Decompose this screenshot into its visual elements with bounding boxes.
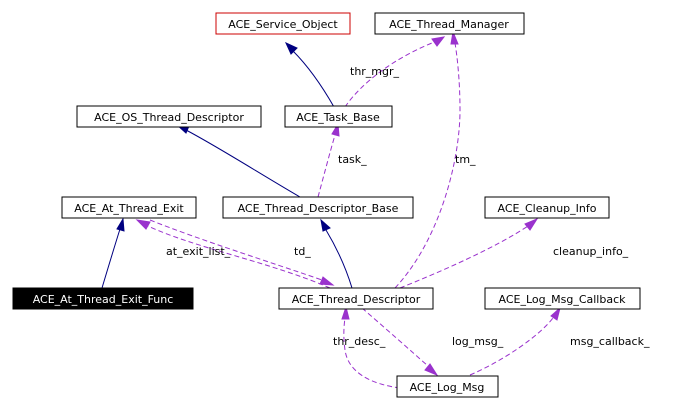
arrowhead-at-thread-exit	[116, 217, 125, 232]
label-msg-callback: msg_callback_	[570, 335, 650, 348]
node-label-thread-manager: ACE_Thread_Manager	[389, 18, 509, 31]
arrowhead-descriptor-from-log-msg	[341, 305, 350, 320]
label-thr-mgr: thr_mgr_	[350, 65, 400, 78]
node-label-log-msg: ACE_Log_Msg	[410, 381, 485, 394]
node-ace-cleanup-info[interactable]: ACE_Cleanup_Info	[484, 196, 610, 219]
edge-exit-func-to-at-thread-exit	[101, 228, 121, 289]
label-log-msg: log_msg_	[452, 335, 504, 348]
edge-thread-descriptor-to-thread-manager	[394, 42, 461, 289]
edge-descriptor-to-cleanup-info	[399, 225, 529, 289]
node-label-task-base: ACE_Task_Base	[296, 111, 380, 124]
node-ace-os-thread-descriptor[interactable]: ACE_OS_Thread_Descriptor	[76, 105, 262, 128]
node-label-cleanup-info: ACE_Cleanup_Info	[498, 202, 597, 215]
edge-descriptor-to-log-msg	[361, 307, 429, 367]
arrowhead-thread-manager-from-descriptor	[450, 30, 459, 45]
nodes: ACE_Service_Object ACE_Thread_Manager AC…	[12, 12, 641, 398]
edges	[101, 30, 561, 389]
node-label-at-thread-exit: ACE_At_Thread_Exit	[74, 202, 184, 215]
edge-log-msg-to-thread-descriptor	[343, 317, 401, 389]
node-label-thread-descriptor: ACE_Thread_Descriptor	[292, 293, 421, 306]
edge-descriptor-to-at-thread-exit-list	[147, 225, 331, 289]
node-label-log-msg-callback: ACE_Log_Msg_Callback	[499, 293, 627, 306]
arrowhead-cleanup-info	[524, 217, 539, 231]
label-cleanup-info: cleanup_info_	[553, 245, 629, 258]
label-tm: tm_	[455, 153, 476, 166]
edge-task-base-to-service-object	[292, 50, 335, 108]
label-task: task_	[338, 153, 367, 166]
edge-descriptor-to-desc-base	[325, 229, 353, 289]
node-label-thread-descriptor-base: ACE_Thread_Descriptor_Base	[238, 202, 399, 215]
arrowhead-log-msg	[424, 363, 439, 377]
edge-task-base-to-thread-manager	[344, 42, 433, 108]
node-label-at-thread-exit-func: ACE_At_Thread_Exit_Func	[33, 293, 174, 306]
node-label-os-thread-descriptor: ACE_OS_Thread_Descriptor	[94, 111, 244, 124]
arrowhead-thread-manager-from-task	[431, 36, 446, 47]
edge-labels: thr_mgr_ task_ tm_ at_exit_list_ td_ cle…	[166, 65, 650, 348]
node-ace-task-base[interactable]: ACE_Task_Base	[284, 105, 393, 128]
arrowhead-log-msg-callback	[550, 306, 561, 321]
label-at-exit-list: at_exit_list_	[166, 245, 231, 258]
node-ace-thread-descriptor[interactable]: ACE_Thread_Descriptor	[278, 287, 434, 310]
node-ace-thread-descriptor-base[interactable]: ACE_Thread_Descriptor_Base	[222, 196, 414, 219]
edge-log-msg-to-callback	[469, 317, 554, 376]
arrowhead-thread-descriptor-base	[320, 218, 331, 232]
label-td: td_	[294, 245, 311, 258]
edge-at-thread-exit-to-descriptor	[149, 219, 323, 281]
node-ace-log-msg[interactable]: ACE_Log_Msg	[396, 375, 499, 398]
label-thr-desc: thr_desc_	[333, 335, 386, 348]
node-ace-thread-manager[interactable]: ACE_Thread_Manager	[374, 12, 525, 35]
node-ace-service-object[interactable]: ACE_Service_Object	[215, 12, 351, 35]
arrowhead-at-thread-exit-list	[135, 219, 151, 230]
node-label-service-object: ACE_Service_Object	[228, 18, 338, 31]
edge-desc-base-to-os-desc	[185, 129, 301, 198]
node-ace-at-thread-exit-func[interactable]: ACE_At_Thread_Exit_Func	[12, 287, 194, 310]
node-ace-at-thread-exit[interactable]: ACE_At_Thread_Exit	[61, 196, 197, 219]
arrowhead-descriptor-from-at-exit	[319, 276, 335, 286]
arrowhead-service-object	[284, 41, 298, 55]
edge-desc-base-to-task-base	[317, 134, 336, 198]
node-ace-log-msg-callback[interactable]: ACE_Log_Msg_Callback	[484, 287, 641, 310]
